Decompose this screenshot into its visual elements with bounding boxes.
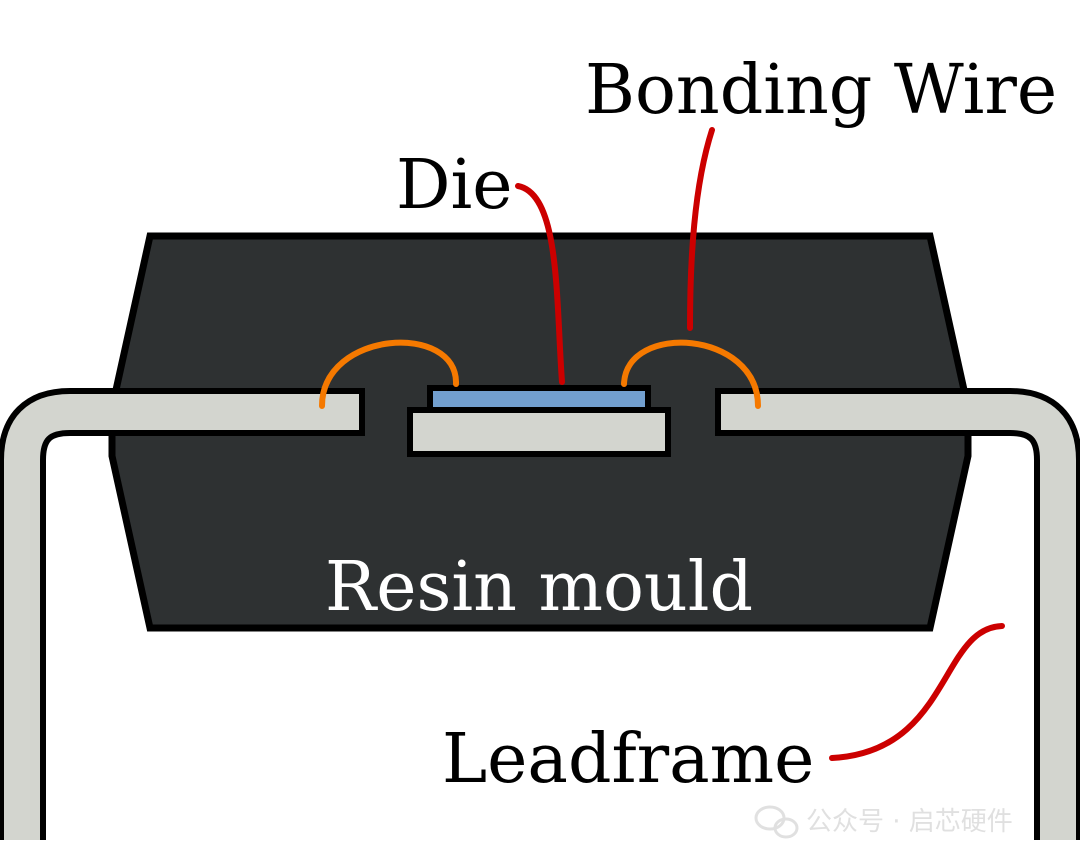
die-label: Die	[396, 146, 513, 225]
resin-mould-label: Resin mould	[325, 548, 753, 627]
die-chip	[427, 385, 651, 413]
wechat-icon	[754, 805, 799, 839]
watermark-text: 公众号 · 启芯硬件	[806, 807, 1013, 837]
leadframe-label: Leadframe	[442, 720, 814, 799]
die-pointer-line	[515, 183, 565, 385]
bonding-wire-pointer-line	[687, 127, 715, 331]
leadframe-die-paddle	[407, 407, 671, 457]
watermark: 公众号 · 启芯硬件	[754, 805, 1013, 839]
bonding-wire-left	[319, 339, 460, 409]
leadframe-pointer-line	[829, 623, 1005, 761]
bonding-wire-label: Bonding Wire	[585, 51, 1057, 130]
bonding-wire-right	[621, 339, 761, 409]
